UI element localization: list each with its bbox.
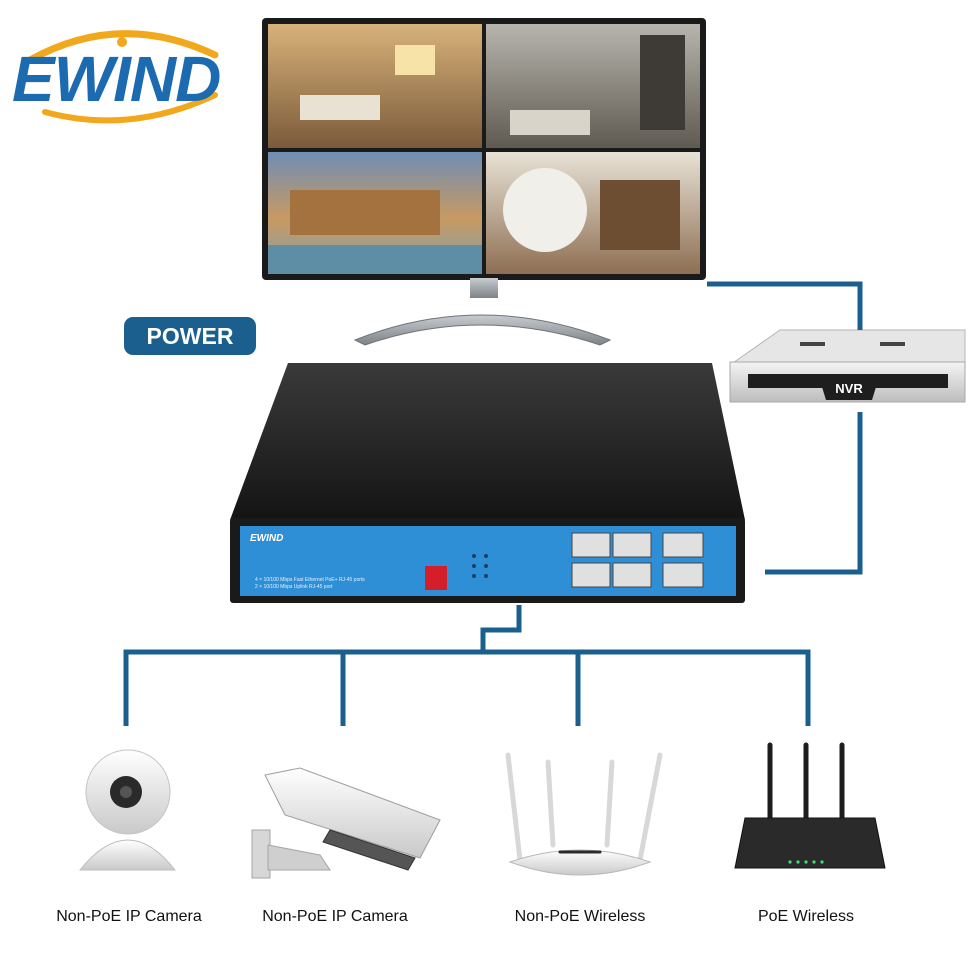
monitor-nvr-link — [707, 281, 863, 330]
poe-port-2 — [612, 532, 652, 558]
device-bus — [123, 649, 811, 726]
switch-front-panel — [240, 526, 736, 596]
poe-router-icon — [734, 742, 886, 869]
wireless-router-icon — [505, 752, 663, 876]
connection-lines — [123, 281, 863, 726]
device-label-poe-router: PoE Wireless — [757, 908, 855, 925]
uplink-port-1 — [662, 532, 704, 558]
logo-swoosh-lower-icon — [42, 92, 218, 124]
logo-swoosh-icon — [26, 30, 219, 64]
poe-port-4 — [612, 562, 652, 588]
power-badge: POWER — [124, 317, 256, 355]
nvr-switch-link — [765, 412, 863, 575]
uplink-port-2 — [662, 562, 704, 588]
logo-star-icon — [117, 37, 127, 47]
monitor — [262, 18, 706, 346]
camera-view-1 — [268, 24, 482, 148]
switch-downlink — [480, 605, 522, 652]
poe-port-3 — [571, 562, 611, 588]
poe-switch — [230, 363, 745, 603]
nvr-label: NVR — [835, 381, 863, 396]
brand-logo: EWIND — [12, 43, 221, 115]
nvr-device — [729, 329, 966, 403]
device-label-wireless-router: Non-PoE Wireless — [514, 908, 646, 925]
poe-port-1 — [571, 532, 611, 558]
switch-port-spec: 4 × 10/100 Mbps Fast Ethernet PoE+ RJ-45… — [255, 577, 365, 590]
dome-camera-icon — [78, 749, 177, 871]
device-label-bullet-camera: Non-PoE IP Camera — [262, 908, 408, 925]
bullet-camera-icon — [251, 767, 441, 879]
switch-brand-label: EWIND — [250, 533, 284, 544]
device-label-dome-camera: Non-PoE IP Camera — [56, 908, 202, 925]
